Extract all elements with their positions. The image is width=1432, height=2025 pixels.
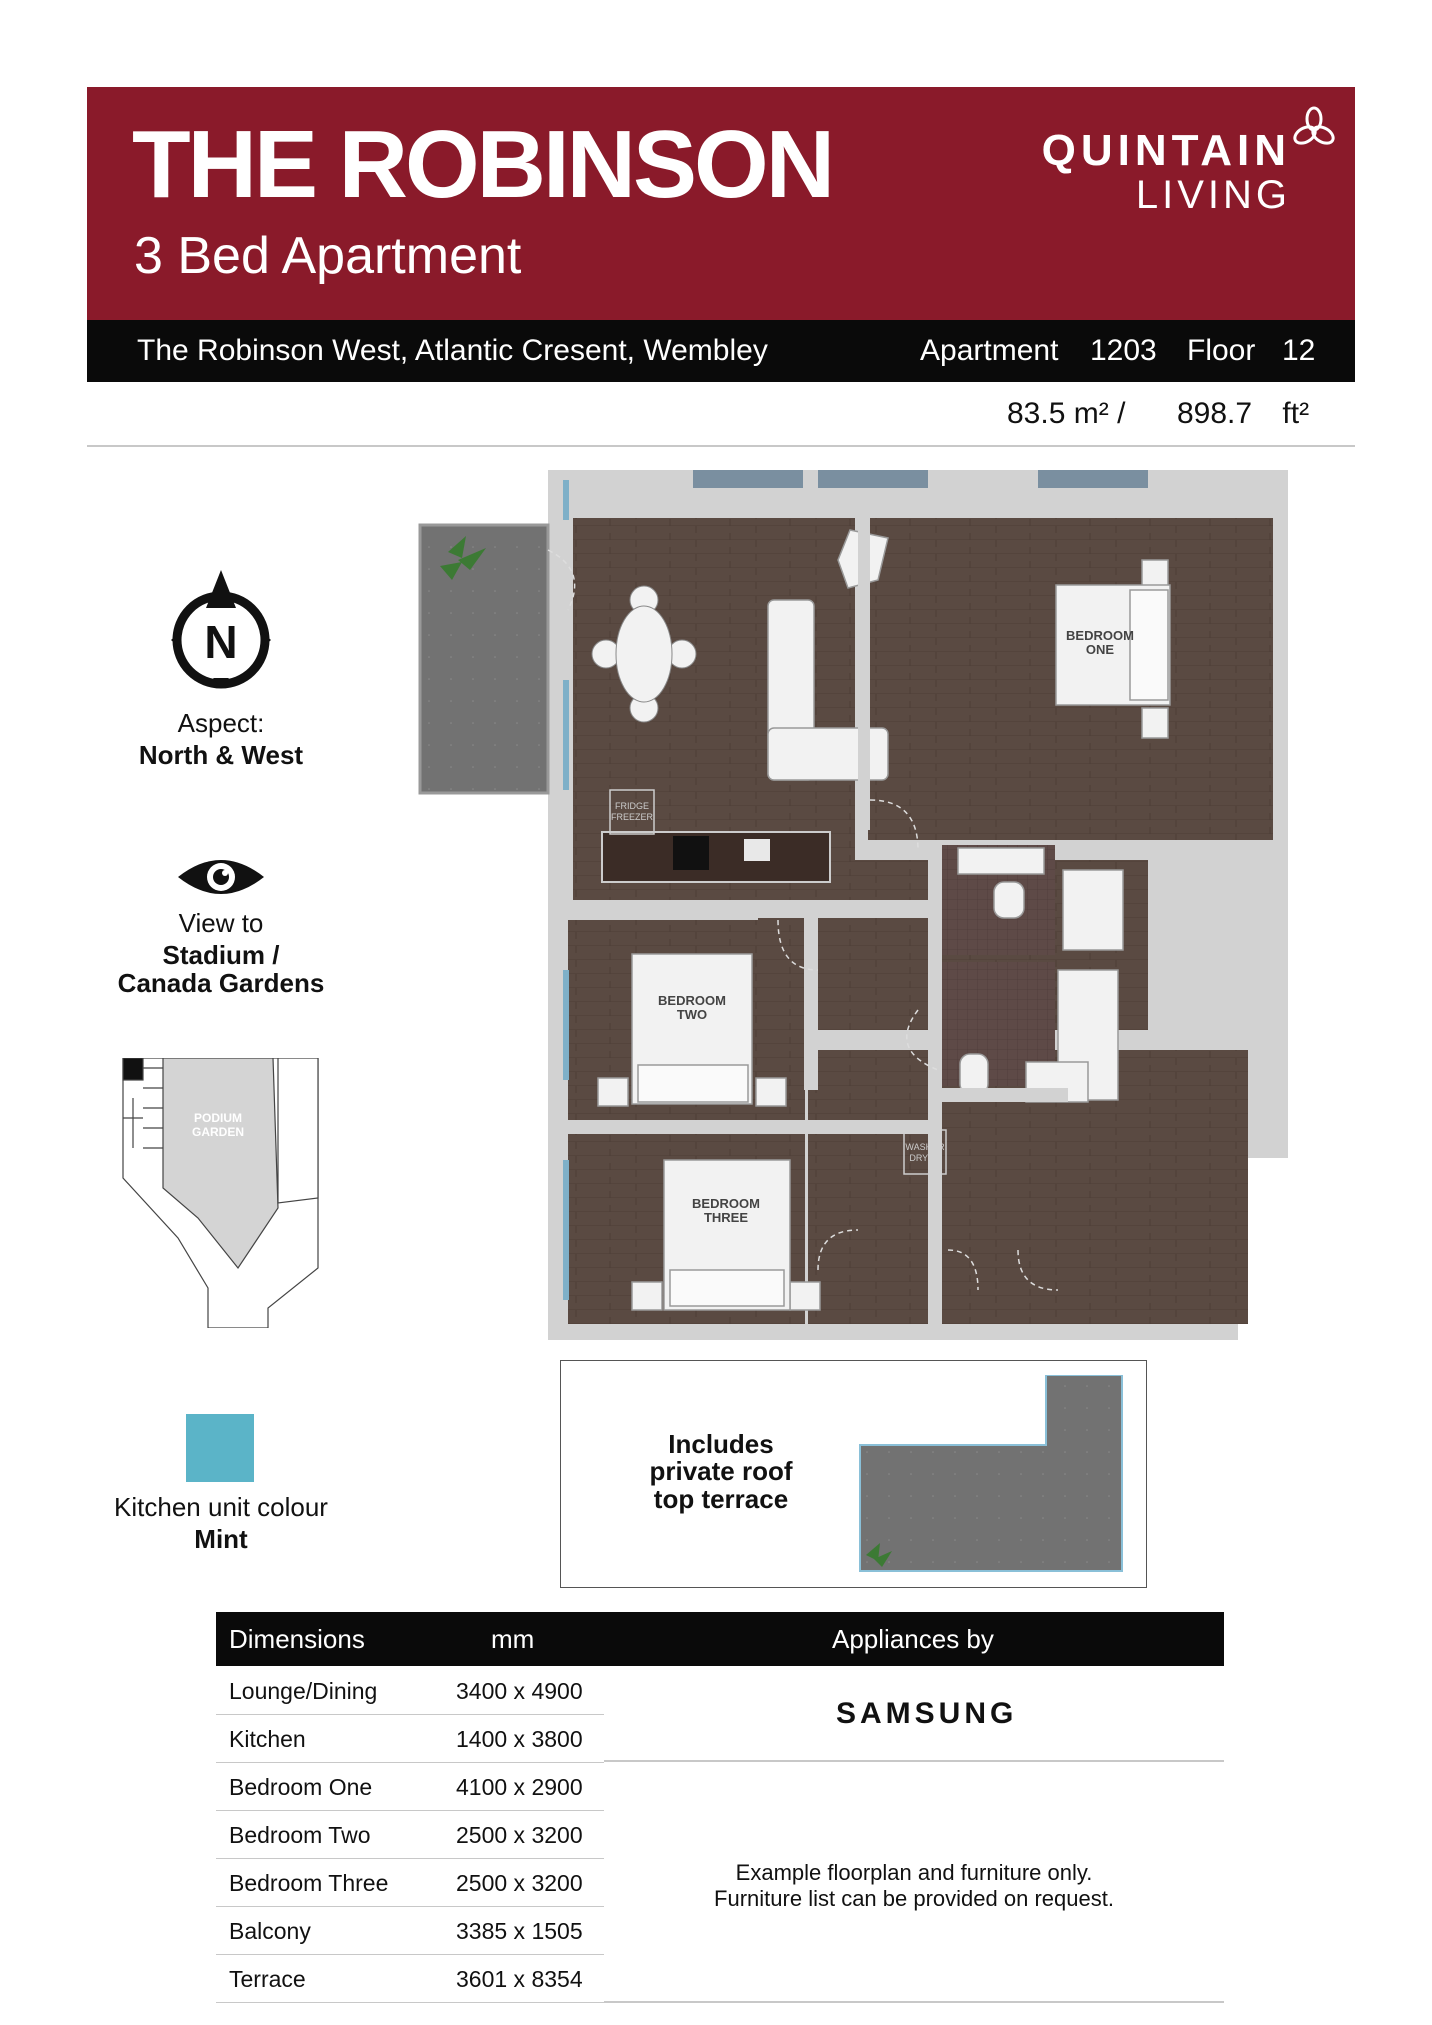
divider xyxy=(87,445,1355,447)
kitchen-colour-label: Kitchen unit colour xyxy=(114,1492,328,1522)
area-separator: / xyxy=(1117,397,1126,430)
siteplan-label: PODIUM xyxy=(194,1111,242,1125)
table-row: Balcony 3385 x 1505 xyxy=(216,1906,604,1955)
kitchen-colour-swatch xyxy=(186,1414,254,1482)
siteplan-label-2: GARDEN xyxy=(192,1125,244,1139)
page-title: THE ROBINSON xyxy=(132,111,835,218)
row-value: 1400 x 3800 xyxy=(456,1726,583,1752)
column-header-mm: mm xyxy=(491,1624,535,1654)
row-value: 3601 x 8354 xyxy=(456,1966,583,1992)
compass-letter: N xyxy=(204,616,237,668)
row-name: Bedroom Two xyxy=(229,1822,371,1848)
bedroom-two-label: BEDROOM xyxy=(658,993,726,1008)
aspect-value: North & West xyxy=(138,740,304,770)
washer-label-2: DRYER xyxy=(909,1153,941,1163)
terrace-text-line: private roof xyxy=(649,1456,793,1487)
view-label: View to xyxy=(178,908,264,938)
row-value: 3385 x 1505 xyxy=(456,1918,583,1944)
divider xyxy=(604,2001,1224,2003)
row-value: 4100 x 2900 xyxy=(456,1774,583,1800)
bedroom-two-label-2: TWO xyxy=(677,1007,707,1022)
area-sqm: 83.5 m² / xyxy=(1007,397,1125,431)
row-name: Lounge/Dining xyxy=(229,1678,378,1704)
brand-subname: LIVING xyxy=(1135,173,1291,217)
table-row: Terrace 3601 x 8354 xyxy=(216,1954,604,2003)
terrace-plan xyxy=(859,1375,1123,1572)
row-name: Kitchen xyxy=(229,1726,306,1752)
area-sqm-value: 83.5 xyxy=(1007,397,1066,430)
table-header: Dimensions mm Appliances by xyxy=(216,1612,1224,1666)
row-name: Balcony xyxy=(229,1918,311,1944)
apartment-number: 1203 xyxy=(1090,334,1157,367)
column-header-appliances: Appliances by xyxy=(832,1624,994,1654)
table-row: Bedroom One 4100 x 2900 xyxy=(216,1762,604,1811)
fridge-label-2: FREEZER xyxy=(611,812,654,822)
area-sqft: 898.7 ft² xyxy=(1177,397,1309,431)
apartment-label: Apartment xyxy=(920,334,1059,367)
fridge-label: FRIDGE xyxy=(615,801,649,811)
table-row: Lounge/Dining 3400 x 4900 xyxy=(216,1666,604,1715)
disclaimer-note-2: Furniture list can be provided on reques… xyxy=(714,1886,1114,1911)
row-value: 2500 x 3200 xyxy=(456,1822,583,1848)
area-sqft-value: 898.7 xyxy=(1177,397,1253,430)
column-header-dimensions: Dimensions xyxy=(229,1624,365,1654)
address: The Robinson West, Atlantic Cresent, Wem… xyxy=(137,334,768,367)
table-row: Bedroom Two 2500 x 3200 xyxy=(216,1810,604,1859)
bedroom-three-label: BEDROOM xyxy=(692,1196,760,1211)
view-value: Stadium / xyxy=(162,940,280,970)
row-name: Bedroom One xyxy=(229,1774,373,1800)
appliance-brand-logo: SAMSUNG xyxy=(836,1697,1018,1730)
table-row: Kitchen 1400 x 3800 xyxy=(216,1714,604,1763)
row-name: Bedroom Three xyxy=(229,1870,389,1896)
header-info-bar: The Robinson West, Atlantic Cresent, Wem… xyxy=(87,320,1355,382)
bedroom-one-label-2: ONE xyxy=(1086,642,1115,657)
terrace-text-line: Includes xyxy=(668,1429,774,1459)
site-plan: PODIUM GARDEN xyxy=(122,1058,319,1328)
row-value: 2500 x 3200 xyxy=(456,1870,583,1896)
bedroom-three-label-2: THREE xyxy=(704,1210,748,1225)
terrace-panel: Includes private roof top terrace xyxy=(560,1360,1147,1588)
header-banner: THE ROBINSON 3 Bed Apartment QUINTAIN LI… xyxy=(87,87,1355,320)
bedroom-one-label: BEDROOM xyxy=(1066,628,1134,643)
eye-icon xyxy=(178,860,264,894)
row-name: Terrace xyxy=(229,1966,306,1992)
floor-label: Floor xyxy=(1187,334,1256,367)
kitchen-colour-value: Mint xyxy=(194,1524,248,1554)
floor-number: 12 xyxy=(1282,334,1316,367)
washer-label: WASHER xyxy=(905,1142,945,1152)
terrace-text: Includes private roof top terrace xyxy=(621,1429,821,1514)
brand-name: QUINTAIN xyxy=(1041,126,1291,175)
quintain-logo-icon xyxy=(1293,106,1335,145)
page-subtitle: 3 Bed Apartment xyxy=(134,227,522,285)
area-sqm-unit: m² xyxy=(1073,397,1109,430)
table-row: Bedroom Three 2500 x 3200 xyxy=(216,1858,604,1907)
aspect-label: Aspect: xyxy=(177,708,265,738)
row-value: 3400 x 4900 xyxy=(456,1678,583,1704)
area-sqft-unit: ft² xyxy=(1282,397,1310,430)
view-value-2: Canada Gardens xyxy=(117,968,325,998)
terrace-text-line: top terrace xyxy=(653,1483,789,1514)
divider xyxy=(604,1760,1224,1762)
compass-icon: N xyxy=(171,570,271,689)
disclaimer-note: Example floorplan and furniture only. xyxy=(735,1860,1093,1885)
floorplan: FRIDGE FREEZER BEDROOM ONE BEDROOM TWO xyxy=(418,470,1288,1340)
